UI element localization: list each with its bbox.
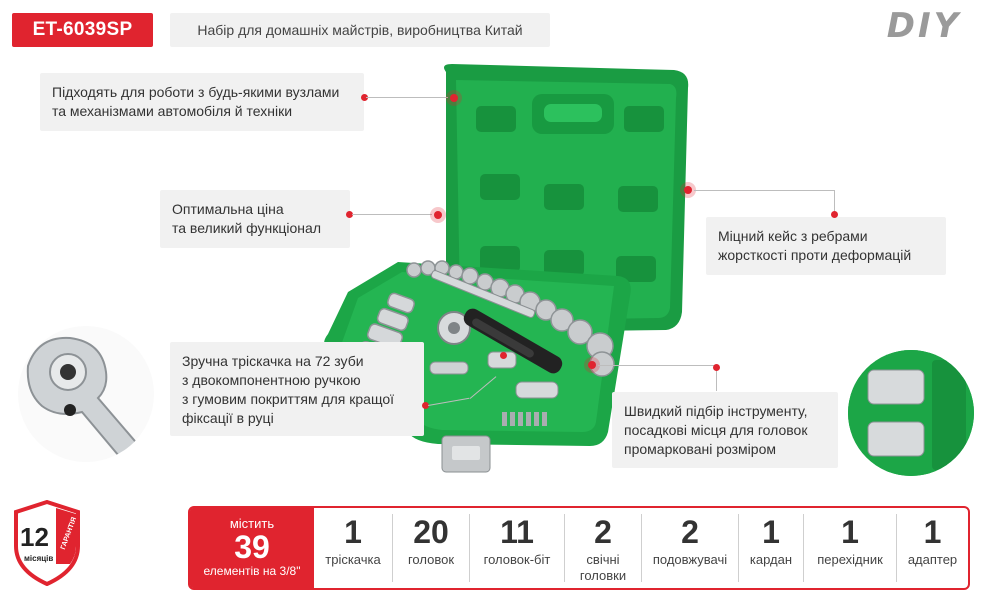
- diy-logo: DIY: [886, 6, 962, 46]
- callout-marker: [680, 182, 696, 198]
- product-sku: ET-6039SP: [12, 13, 153, 47]
- socket-tray-closeup-image: [848, 350, 974, 476]
- callout-compatibility: Підходять для роботи з будь-якими вузлам…: [40, 73, 364, 131]
- callout-line: [694, 190, 834, 191]
- callout-line: [834, 190, 835, 214]
- callout-dot: [422, 402, 429, 409]
- warranty-bottom-text: місяців: [24, 554, 54, 563]
- callout-quick-pick: Швидкий підбір інструменту,посадкові міс…: [612, 392, 838, 468]
- callout-line: [366, 97, 448, 98]
- warranty-badge: 12 ГАРАНТІЯ місяців: [12, 500, 82, 586]
- callout-marker: [430, 207, 446, 223]
- callout-line: [598, 365, 716, 366]
- callout-dot: [500, 352, 507, 359]
- total-items: містить 39 елементів на 3/8": [190, 508, 314, 588]
- product-subtitle: Набір для домашніх майстрів, виробництва…: [170, 13, 550, 47]
- callout-dot: [346, 211, 353, 218]
- callout-dot: [713, 364, 720, 371]
- callout-dot: [831, 211, 838, 218]
- callout-line: [716, 365, 717, 391]
- callout-dot: [361, 94, 368, 101]
- callout-marker: [446, 90, 462, 106]
- ratchet-closeup-image: [18, 326, 154, 462]
- warranty-number: 12: [20, 522, 49, 552]
- callout-marker: [584, 357, 600, 373]
- callout-line: [352, 214, 432, 215]
